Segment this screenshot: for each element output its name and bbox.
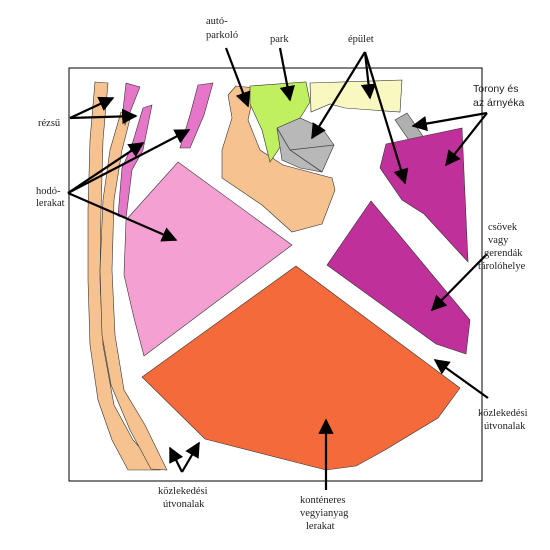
arrow-icon xyxy=(360,51,377,100)
label-torony-line1: Torony és xyxy=(473,83,519,95)
label-csovek-line3: gerendák xyxy=(484,248,523,259)
label-csovek-line1: csövek xyxy=(488,222,518,233)
label-rezsu: rézsű xyxy=(38,118,61,129)
arrow-icon xyxy=(169,446,184,473)
label-kontener-line3: lerakat xyxy=(306,521,335,532)
arrow-icon xyxy=(224,47,251,108)
arrow-icon xyxy=(411,111,488,132)
label-hodo-line2: lerakat xyxy=(36,198,65,209)
label-auto-line1: autó- xyxy=(206,16,228,27)
label-epulet: épület xyxy=(348,34,374,45)
arrow-icon xyxy=(67,129,191,194)
label-auto-parkolo: autó- parkoló xyxy=(206,16,238,41)
label-kontener: konténeres vegyianyag lerakat xyxy=(300,495,351,532)
site-boundary xyxy=(68,67,483,482)
label-kozl-bottom-line2: útvonalak xyxy=(163,499,205,510)
arrow-icon xyxy=(69,96,115,119)
container-area xyxy=(141,265,461,471)
arrow-icon xyxy=(311,51,366,140)
building-light xyxy=(309,79,403,113)
building-roof-ridge xyxy=(289,144,335,151)
tube-storage-area xyxy=(326,200,471,355)
pile-area-pink xyxy=(123,161,293,357)
label-torony: Torony és az árnyéka xyxy=(473,83,525,109)
label-torony-line2: az árnyéka xyxy=(473,97,525,109)
parking-lot xyxy=(221,85,336,233)
label-park: park xyxy=(270,34,289,45)
label-auto-line2: parkoló xyxy=(206,30,238,41)
slope-strip-inner xyxy=(99,111,168,471)
label-kozl-right-line2: útvonalak xyxy=(484,421,526,432)
label-csovek-line4: tárolóhelye xyxy=(478,261,526,272)
arrow-icon xyxy=(69,108,138,125)
arrows xyxy=(67,47,489,490)
pile-strip-right xyxy=(179,82,214,149)
label-csovek: csövek vagy gerendák tárolóhelye xyxy=(478,222,526,272)
label-kozl-right-line1: közlekedési xyxy=(478,408,528,419)
label-hodo-lerakat: hodó- lerakat xyxy=(36,186,65,209)
label-kontener-line1: konténeres xyxy=(300,495,345,506)
label-hodo-line1: hodó- xyxy=(36,186,61,197)
arrow-icon xyxy=(67,142,145,194)
label-kontener-line2: vegyianyag xyxy=(300,508,349,519)
label-kozlekedesi-bottom: közlekedési útvonalak xyxy=(158,486,210,510)
label-kozl-bottom-line1: közlekedési xyxy=(158,486,208,497)
arrow-icon xyxy=(278,47,295,102)
slope-strip-outer xyxy=(87,81,161,471)
arrow-icon xyxy=(181,441,200,473)
arrow-icon xyxy=(363,51,409,185)
arrow-icon xyxy=(445,112,488,167)
pile-strip-left xyxy=(122,82,141,127)
arrow-icon xyxy=(433,359,489,399)
label-csovek-line2: vagy xyxy=(488,235,509,246)
building-gray xyxy=(276,117,335,173)
arrow-icon xyxy=(430,253,488,312)
arrow-icon xyxy=(67,191,178,242)
label-kozlekedesi-right: közlekedési útvonalak xyxy=(478,408,530,432)
